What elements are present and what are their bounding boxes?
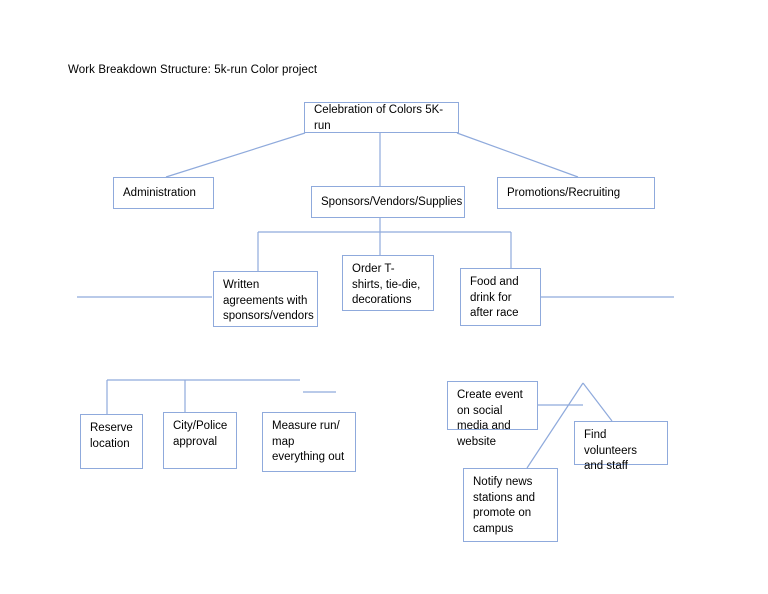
connector-apex-to-find-volunteers bbox=[582, 382, 613, 422]
node-find-volunteers[interactable]: Find volunteers and staff bbox=[574, 421, 668, 472]
page-title: Work Breakdown Structure: 5k-run Color p… bbox=[68, 64, 318, 76]
node-written-agreements-label: Written agreements with sponsors/vendors bbox=[223, 279, 314, 322]
node-promotions-label: Promotions/Recruiting bbox=[507, 187, 621, 200]
node-measure-run[interactable]: Measure run/ map everything out bbox=[262, 412, 356, 472]
node-root-label: Celebration of Colors 5K-run bbox=[314, 104, 444, 132]
node-city-police-label: City/Police approval bbox=[173, 420, 228, 448]
node-find-volunteers-label: Find volunteers and staff bbox=[584, 429, 638, 472]
node-notify-news[interactable]: Notify news stations and promote on camp… bbox=[463, 468, 558, 542]
node-reserve-location[interactable]: Reserve location bbox=[80, 414, 143, 469]
node-administration-label: Administration bbox=[123, 187, 196, 200]
node-create-event-label: Create event on social media and website bbox=[457, 389, 523, 448]
node-notify-news-label: Notify news stations and promote on camp… bbox=[473, 476, 536, 535]
node-food-and-drink[interactable]: Food and drink for after race bbox=[460, 268, 541, 326]
node-written-agreements[interactable]: Written agreements with sponsors/vendors bbox=[213, 271, 318, 327]
node-root[interactable]: Celebration of Colors 5K-run bbox=[304, 102, 459, 133]
node-administration[interactable]: Administration bbox=[113, 177, 214, 209]
node-city-police-approval[interactable]: City/Police approval bbox=[163, 412, 237, 469]
node-promotions-recruiting[interactable]: Promotions/Recruiting bbox=[497, 177, 655, 209]
node-sponsors-vendors-supplies[interactable]: Sponsors/Vendors/Supplies bbox=[311, 186, 465, 218]
node-order-tshirts-label: Order T-shirts, tie-die, decorations bbox=[352, 263, 421, 306]
node-reserve-location-label: Reserve location bbox=[90, 422, 133, 450]
node-order-tshirts[interactable]: Order T-shirts, tie-die, decorations bbox=[342, 255, 434, 311]
node-create-event[interactable]: Create event on social media and website bbox=[447, 381, 538, 448]
connector-root-to-administration bbox=[165, 132, 306, 178]
node-food-drink-label: Food and drink for after race bbox=[470, 276, 519, 319]
node-measure-run-label: Measure run/ map everything out bbox=[272, 420, 345, 463]
node-sponsors-label: Sponsors/Vendors/Supplies bbox=[321, 196, 463, 209]
connector-root-to-promotions bbox=[456, 132, 579, 178]
